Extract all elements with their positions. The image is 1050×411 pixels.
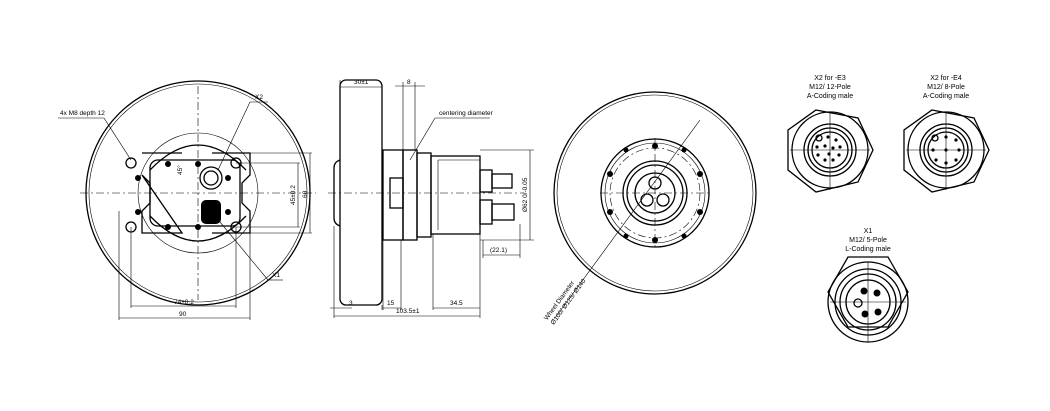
hole-note: 4x M8 depth 12 xyxy=(60,110,105,117)
x1-connector xyxy=(201,200,221,224)
dim-34-5: 34.5 xyxy=(450,300,463,307)
dim-90: 90 xyxy=(179,311,187,318)
dim-62: Ø62 0/-0.05 xyxy=(522,177,529,212)
connector-x2-e4: X2 for -E4 M12/ 8-Pole A-Coding male xyxy=(903,75,990,193)
side-view: 30±1 8 centering diameter Ø62 0/-0.05 (2… xyxy=(328,79,534,318)
connector-label: M12/ 8-Pole xyxy=(927,84,965,91)
connector-x1: X1 M12/ 5-Pole L-Coding male xyxy=(827,228,909,343)
dim-103-5: 103.5±1 xyxy=(396,308,420,315)
angle-label: 45° xyxy=(176,165,184,175)
dim-8: 8 xyxy=(407,79,411,86)
dim-60: 60 xyxy=(302,190,309,198)
connector-label: X1 xyxy=(864,228,873,235)
dim-22: (22.1) xyxy=(490,247,507,254)
connector-label: M12/ 12-Pole xyxy=(809,84,851,91)
x1-label: X1 xyxy=(272,272,280,279)
dim-74: 74±0.2 xyxy=(174,299,194,306)
dim-3: 3 xyxy=(349,300,353,307)
dim-30: 30±1 xyxy=(354,79,369,86)
centering-note: centering diameter xyxy=(439,110,494,117)
connector-label: L-Coding male xyxy=(845,246,891,253)
connector-label: X2 for -E4 xyxy=(930,75,962,82)
front-view: 4x M8 depth 12 X2 X1 45° 45±0.2 60 74±0.… xyxy=(58,80,316,320)
rear-view: Wheel Diameter Ø100/ Ø125/ Ø140 xyxy=(543,91,757,326)
x2-label: X2 xyxy=(255,94,263,101)
connector-label: A-Coding male xyxy=(807,93,853,100)
connector-label: M12/ 5-Pole xyxy=(849,237,887,244)
dim-45: 45±0.2 xyxy=(290,185,297,205)
connector-label: A-Coding male xyxy=(923,93,969,100)
connector-label: X2 for -E3 xyxy=(814,75,846,82)
connector-x2-e3: X2 for -E3 M12/ 12-Pole A-Coding male xyxy=(787,75,874,193)
x2-connector xyxy=(199,166,223,190)
dim-15: 15 xyxy=(387,300,395,307)
